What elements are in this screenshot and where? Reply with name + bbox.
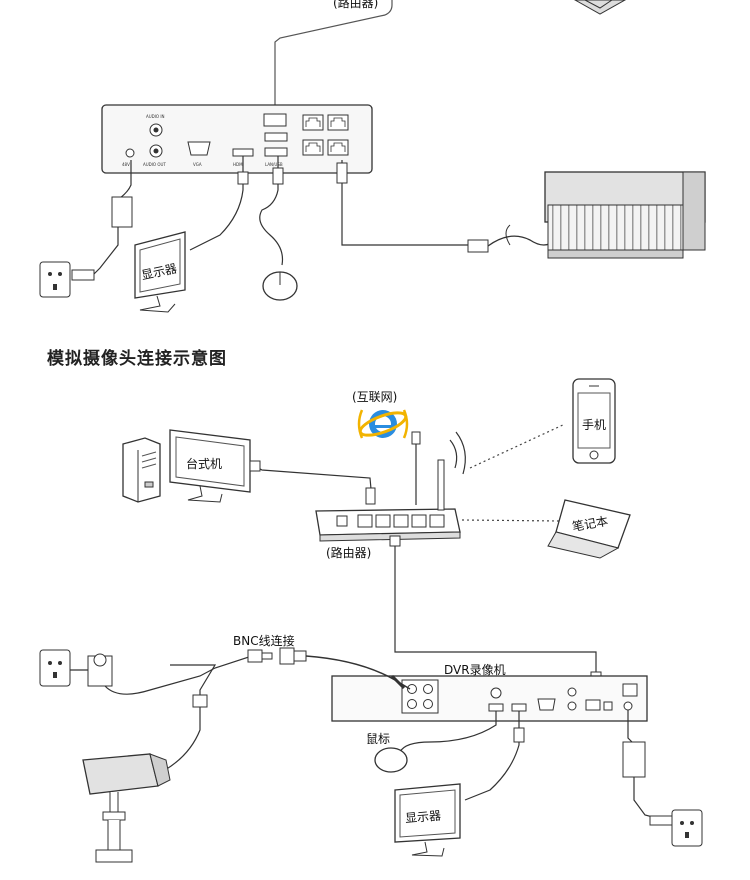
router-label-bottom: (路由器) <box>326 546 372 560</box>
phone-label: 手机 <box>582 418 607 432</box>
phone <box>572 378 616 464</box>
port-label-lan-usb: LAN/USB <box>265 162 283 167</box>
wireless-link-phone <box>469 423 566 469</box>
monitor-bottom <box>394 783 461 857</box>
mouse-bottom <box>374 747 408 773</box>
power-adapter-left <box>87 653 113 687</box>
dvr-power-cable <box>627 710 633 743</box>
internet-explorer-icon <box>357 409 409 439</box>
camera-video-cable <box>164 664 217 771</box>
camera-power-cable <box>104 654 256 695</box>
wireless-link-laptop <box>461 519 561 522</box>
mouse-label: 鼠标 <box>366 732 391 746</box>
section-title: 模拟摄像头连接示意图 <box>47 349 227 369</box>
internet-label: (互联网) <box>352 390 398 404</box>
power-socket-icon <box>649 809 703 847</box>
power-adapter-right <box>622 741 646 778</box>
router-to-nvr-cable <box>274 0 393 110</box>
port-label-power: 48V <box>122 162 130 167</box>
dvr-recorder <box>331 675 648 722</box>
dvr-label: DVR录像机 <box>444 663 506 677</box>
desktop-label: 台式机 <box>186 457 223 471</box>
hdmi-cable <box>189 156 244 251</box>
desktop-pc <box>122 429 251 503</box>
power-cable-top <box>119 160 132 199</box>
port-label-audio-in: AUDIO IN <box>146 114 165 119</box>
monitor-label-bottom: 显示器 <box>404 808 442 826</box>
wifi-icon <box>449 431 466 475</box>
hdmi-cable-bottom <box>464 711 520 801</box>
port-label-vga: VGA <box>193 162 202 167</box>
lan-cable-camera <box>341 160 470 246</box>
port-label-hdmi: HDMI <box>233 162 244 167</box>
nvr-panel <box>101 104 373 174</box>
bullet-camera-bottom <box>82 753 171 863</box>
bullet-camera-top <box>467 171 706 259</box>
bnc-label: BNC线连接 <box>233 634 295 648</box>
laptop <box>547 499 631 559</box>
power-socket-icon <box>39 261 95 298</box>
bnc-connector <box>247 647 307 665</box>
monitor-top <box>134 231 186 313</box>
power-socket-icon <box>39 649 71 687</box>
mouse-cable-bottom <box>399 711 497 753</box>
port-label-audio-out: AUDIO OUT <box>143 162 166 167</box>
camera-top-fragment <box>573 0 627 15</box>
router-label-top: (路由器) <box>333 0 379 10</box>
router-bottom <box>315 431 461 542</box>
router-to-dvr-cable <box>394 540 597 672</box>
desktop-to-router-cable <box>254 465 373 501</box>
power-adapter-top <box>111 196 133 228</box>
mouse-cable-top <box>259 156 284 266</box>
